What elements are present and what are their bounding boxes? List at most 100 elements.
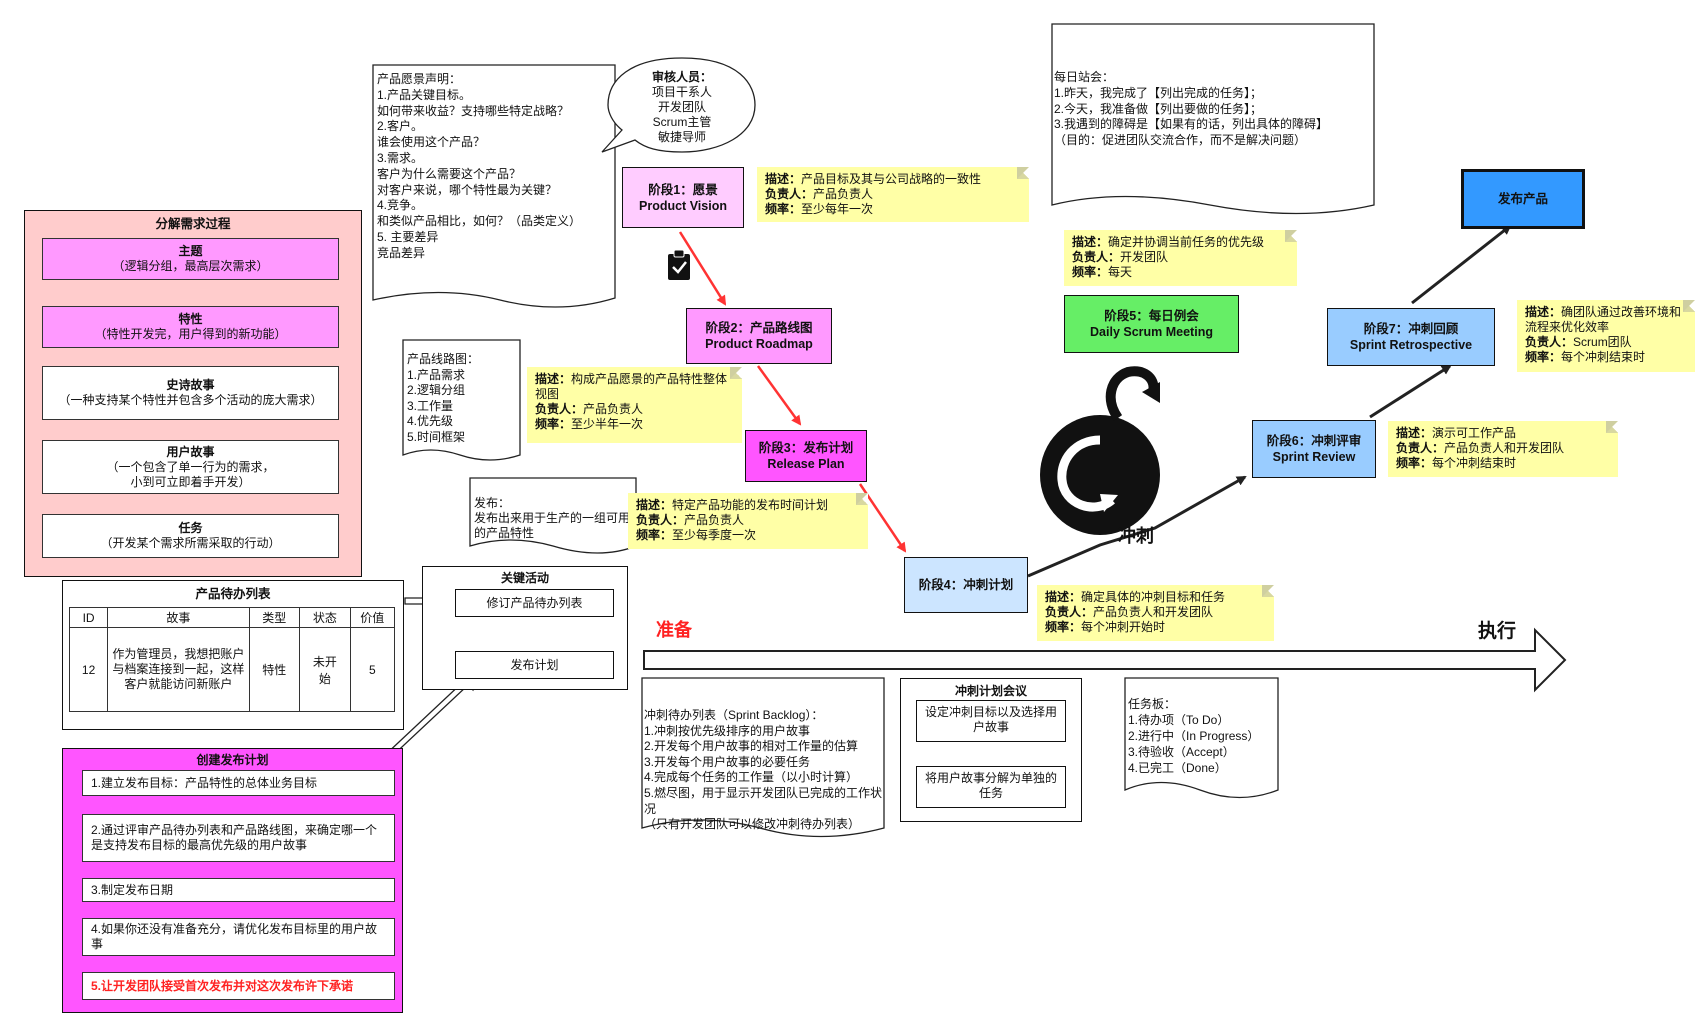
breakdown-story-title: 用户故事 [166, 444, 215, 459]
col-type: 类型 [248, 607, 301, 628]
note-phase-4: 描述：确定具体的冲刺目标和任务 负责人：产品负责人和开发团队 频率：每个冲刺开始… [1037, 585, 1274, 641]
note-5-freq: 每天 [1108, 265, 1133, 279]
release-step-1: 1.建立发布目标：产品特性的总体业务目标 [82, 770, 395, 796]
cell-id: 12 [68, 627, 109, 712]
breakdown-epic: 史诗故事 （一种支持某个特性并包含多个活动的庞大需求） [42, 366, 339, 420]
taskboard-doc-shape [1124, 677, 1279, 799]
breakdown-feature: 特性 （特性开发完，用户得到的新功能） [42, 306, 339, 348]
note-1-desc: 产品目标及其与公司战略的一致性 [801, 172, 982, 186]
note-2-desc: 构成产品愿景的产品特性整体视图 [535, 372, 728, 401]
col-value: 价值 [349, 607, 396, 628]
reviewers-bubble-shape [601, 57, 756, 153]
note-5-owner: 开发团队 [1120, 250, 1169, 264]
note-3-desc: 特定产品功能的发布时间计划 [672, 498, 829, 512]
roadmap-note: 产品线路图： 1.产品需求 2.逻辑分组 3.工作量 4.优先级 5.时间框架 [407, 352, 480, 444]
note-7-freq: 每个冲刺结束时 [1561, 350, 1646, 364]
sprint-backlog-doc-shape [641, 677, 885, 838]
col-id: ID [68, 607, 109, 628]
note-phase-2: 描述：构成产品愿景的产品特性整体视图 负责人：产品负责人 频率：至少半年一次 [527, 367, 742, 443]
sprint-meeting-step-1: 设定冲刺目标以及选择用户故事 [916, 700, 1066, 742]
backlog-header-row: ID 故事 类型 状态 价值 [68, 607, 396, 628]
daily-standup-note: 每日站会： 1.昨天，我完成了【列出完成的任务】； 2.今天，我准备做【列出要做… [1054, 70, 1329, 148]
note-phase-1: 描述：产品目标及其与公司战略的一致性 负责人：产品负责人 频率：至少每年一次 [757, 167, 1029, 222]
phase-4-sprint-plan[interactable]: 阶段4：冲刺计划 [904, 557, 1028, 613]
phase-5-en: Daily Scrum Meeting [1090, 325, 1213, 339]
phase-5-cn: 阶段5：每日例会 [1104, 309, 1199, 323]
note-7-owner: Scrum团队 [1573, 335, 1632, 349]
release-step-4: 4.如果你还没有准备充分，请优化发布目标里的用户故事 [82, 918, 395, 956]
note-4-freq: 每个冲刺开始时 [1081, 620, 1166, 634]
arrow-p6-p7 [1369, 364, 1452, 419]
roadmap-doc-shape [402, 339, 521, 461]
note-4-owner: 产品负责人和开发团队 [1093, 605, 1214, 619]
note-1-freq: 至少每年一次 [801, 202, 874, 216]
phase-1-vision[interactable]: 阶段1：愿景 Product Vision [622, 167, 744, 228]
note-phase-6: 描述：演示可工作产品 负责人：产品负责人和开发团队 频率：每个冲刺结束时 [1388, 421, 1618, 477]
reviewers-list: 项目干系人 开发团队 Scrum主管 敏捷导师 [651, 85, 712, 144]
breakdown-theme: 主题 （逻辑分组，最高层次需求） [42, 238, 339, 280]
cell-story: 作为管理员，我想把账户与档案连接到一起，这样客户就能访问新账户 [107, 627, 250, 712]
release-plan-title: 创建发布计划 [196, 753, 269, 767]
phase-3-release-plan[interactable]: 阶段3：发布计划 Release Plan [745, 430, 867, 482]
sprint-cycle-label: 冲刺 [1118, 526, 1154, 546]
backlog-title: 产品待办列表 [195, 587, 271, 601]
product-backlog-panel: 产品待办列表 ID 故事 类型 状态 价值 12 作为管理员，我想把账户与档案连… [62, 580, 404, 730]
note-5-desc: 确定并协调当前任务的优先级 [1108, 235, 1265, 249]
key-activity-release-plan: 发布计划 [455, 651, 614, 679]
task-board-note: 任务板： 1.待办项（To Do） 2.进行中（In Progress） 3.待… [1128, 697, 1260, 775]
phase-3-en: Release Plan [767, 457, 845, 471]
release-doc-shape [469, 477, 637, 554]
note-2-freq: 至少半年一次 [571, 417, 644, 431]
arrow-p2-p3 [756, 365, 802, 426]
release-step-2: 2.通过评审产品待办列表和产品路线图，来确定哪一个是支持发布目标的最高优先级的用… [82, 814, 395, 862]
breakdown-theme-title: 主题 [178, 244, 203, 258]
breakdown-task-desc: （开发某个需求所需采取的行动） [100, 536, 281, 550]
sprint-cycle-icon [1040, 366, 1160, 535]
breakdown-theme-desc: （逻辑分组，最高层次需求） [112, 259, 269, 273]
breakdown-user-story: 用户故事 （一个包含了单一行为的需求， 小到可立即着手开发） [42, 440, 339, 494]
note-1-owner: 产品负责人 [813, 187, 874, 201]
phase-1-en: Product Vision [639, 198, 727, 213]
note-6-owner: 产品负责人和开发团队 [1444, 441, 1565, 455]
breakdown-story-desc: （一个包含了单一行为的需求， 小到可立即着手开发） [106, 459, 275, 489]
col-story: 故事 [107, 607, 250, 628]
breakdown-task-title: 任务 [178, 521, 203, 535]
note-3-freq: 至少每季度一次 [672, 528, 757, 542]
note-6-desc: 演示可工作产品 [1432, 426, 1517, 440]
note-6-freq: 每个冲刺结束时 [1432, 456, 1517, 470]
phase-7-cn: 阶段7：冲刺回顾 [1363, 322, 1459, 336]
backlog-table: ID 故事 类型 状态 价值 12 作为管理员，我想把账户与档案连接到一起，这样… [68, 607, 396, 712]
table-row: 12 作为管理员，我想把账户与档案连接到一起，这样客户就能访问新账户 特性 未开… [68, 627, 396, 712]
phase-6-en: Sprint Review [1272, 450, 1356, 464]
note-7-desc: 确团队通过改善环境和流程来优化效率 [1525, 305, 1682, 334]
release-note: 发布： 发布出来用于生产的一组可用的产品特性 [474, 496, 631, 540]
release-step-3: 3.制定发布日期 [82, 878, 395, 902]
vision-statement: 产品愿景声明： 1.产品关键目标。 如何带来收益？支持哪些特定战略？ 2.客户。… [377, 72, 582, 260]
phase-7-en: Sprint Retrospective [1349, 338, 1473, 352]
cell-status: 未开始 [299, 627, 351, 712]
flow-label-prepare: 准备 [656, 620, 692, 640]
final-release-product[interactable]: 发布产品 [1461, 169, 1585, 229]
phase-2-en: Product Roadmap [705, 337, 813, 351]
sprint-meeting-step-2: 将用户故事分解为单独的任务 [916, 766, 1066, 808]
phase-2-roadmap[interactable]: 阶段2：产品路线图 Product Roadmap [686, 308, 832, 364]
key-activity-revise-backlog: 修订产品待办列表 [455, 589, 614, 617]
breakdown-title: 分解需求过程 [155, 217, 231, 231]
breakdown-epic-title: 史诗故事 [166, 378, 215, 392]
reviewers-bubble: 审核人员： 项目干系人 开发团队 Scrum主管 敏捷导师 [622, 70, 742, 145]
arrow-p7-final [1411, 224, 1512, 305]
reviewers-title: 审核人员： [651, 70, 712, 84]
flow-label-execute: 执行 [1478, 621, 1517, 642]
release-step-5: 5.让开发团队接受首次发布并对这次发布许下承诺 [82, 972, 395, 1000]
phase-5-daily-scrum[interactable]: 阶段5：每日例会 Daily Scrum Meeting [1064, 295, 1239, 353]
phase-6-cn: 阶段6：冲刺评审 [1266, 434, 1362, 448]
phase-7-sprint-retro[interactable]: 阶段7：冲刺回顾 Sprint Retrospective [1327, 308, 1495, 366]
sprint-backlog-note: 冲刺待办列表（Sprint Backlog）： 1.冲刺按优先级排序的用户故事 … [644, 708, 883, 832]
sprint-meeting-title: 冲刺计划会议 [954, 684, 1027, 698]
col-status: 状态 [299, 607, 351, 628]
vision-doc-shape [372, 64, 616, 308]
breakdown-feature-title: 特性 [178, 312, 203, 326]
phase-6-sprint-review[interactable]: 阶段6：冲刺评审 Sprint Review [1252, 420, 1376, 478]
note-phase-3: 描述：特定产品功能的发布时间计划 负责人：产品负责人 频率：至少每季度一次 [628, 493, 868, 549]
